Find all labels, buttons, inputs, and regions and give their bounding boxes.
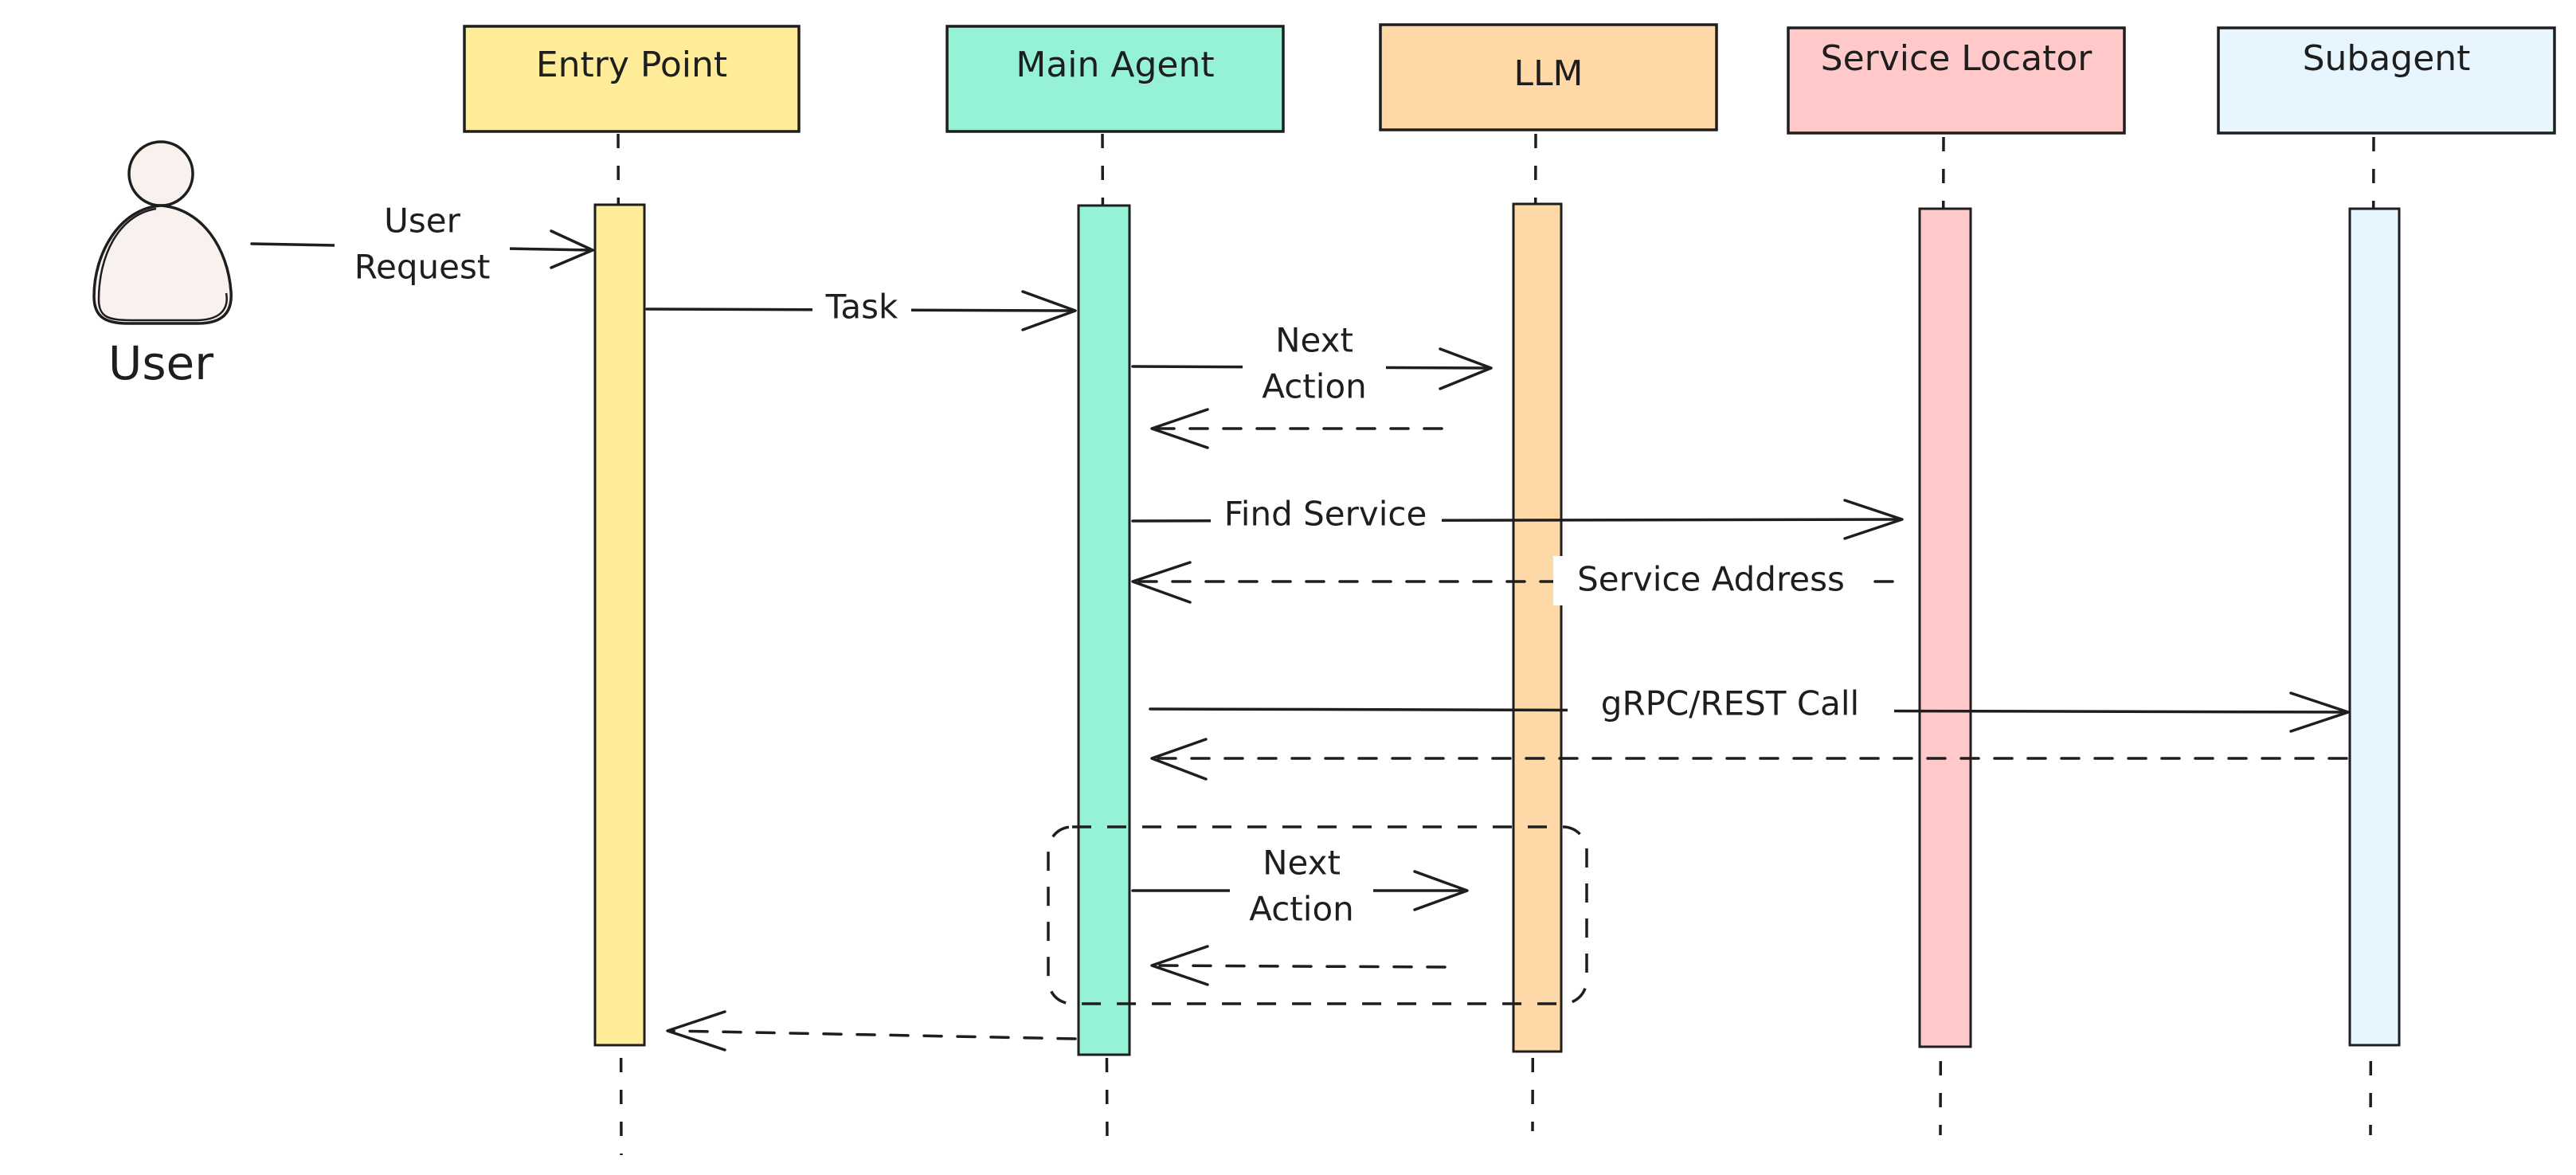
participant-box [2217,26,2556,135]
participant-box [463,25,801,133]
message-label: Action [1262,367,1367,406]
message-service-address: Service Address [1131,556,1894,605]
message-next-action-2: Next Action [1131,841,1469,938]
arrowhead [2289,691,2350,733]
message-label: Request [354,248,491,287]
participant-label: Entry Point [536,45,727,85]
loop-fragment-frame [1047,825,1588,1005]
participant-box [945,25,1285,133]
participant-llm: LLM [1379,23,1718,131]
arrowhead [1131,561,1192,604]
message-final-return [666,1010,1077,1052]
messages: User Request Task Next Action [250,198,2350,1052]
label-background [812,287,911,335]
arrowhead [550,229,594,269]
message-next-action-1: Next Action [1131,317,1493,414]
message-label: Next [1263,844,1341,883]
participant-label: Main Agent [1016,45,1214,85]
message-task: Task [645,287,1077,335]
arrowhead [1150,738,1208,781]
activation-bar-entry-point [593,203,646,1047]
arrowhead [1021,290,1077,331]
message-label: Next [1275,321,1353,360]
activation-bar-subagent [2348,207,2401,1047]
label-background [1568,682,1894,731]
participant-box [1787,26,2126,135]
message-label: gRPC/REST Call [1601,684,1859,723]
label-background [1230,841,1373,938]
message-label: User [384,202,460,241]
actor-label: User [108,336,213,390]
actor-body-outline [97,207,228,322]
actor-user: User [92,140,233,390]
label-background [1553,556,1872,605]
message-label: Task [825,288,898,327]
message-return-llm-1 [1150,408,1443,449]
message-line [669,1029,1077,1040]
message-return-llm-2 [1150,945,1447,986]
arrowhead [1150,945,1209,986]
actor-body [92,204,233,325]
message-label: Service Address [1577,560,1845,599]
message-label: Action [1249,890,1354,929]
participants: Entry Point Main Agent LLM Service Locat… [463,23,2556,135]
message-label: Find Service [1224,495,1427,534]
participant-box [1379,23,1718,131]
activation-bar-main-agent [1077,204,1131,1056]
message-grpc-rest-call: gRPC/REST Call [1149,682,2350,733]
arrowhead [1413,870,1469,911]
actor-head [127,140,194,207]
participant-subagent: Subagent [2217,26,2556,135]
participant-main-agent: Main Agent [945,25,1285,133]
label-background [1211,495,1442,543]
participant-service-locator: Service Locator [1787,26,2126,135]
message-find-service: Find Service [1131,495,1904,543]
arrowhead [1439,347,1493,390]
label-background [335,198,510,295]
message-return-subagent [1150,738,2348,781]
activation-bar-service-locator [1918,207,1972,1048]
activation-bars [593,202,2401,1056]
message-user-request: User Request [250,198,594,295]
participant-label: Service Locator [1821,38,2093,79]
activation-bar-llm [1512,202,1563,1053]
participant-entry-point: Entry Point [463,25,801,133]
label-background [1243,317,1386,414]
arrowhead [1843,499,1904,540]
participant-label: LLM [1514,53,1584,94]
participant-label: Subagent [2303,38,2471,79]
arrowhead [666,1010,726,1052]
arrowhead [1150,408,1209,449]
message-line [1152,964,1447,969]
